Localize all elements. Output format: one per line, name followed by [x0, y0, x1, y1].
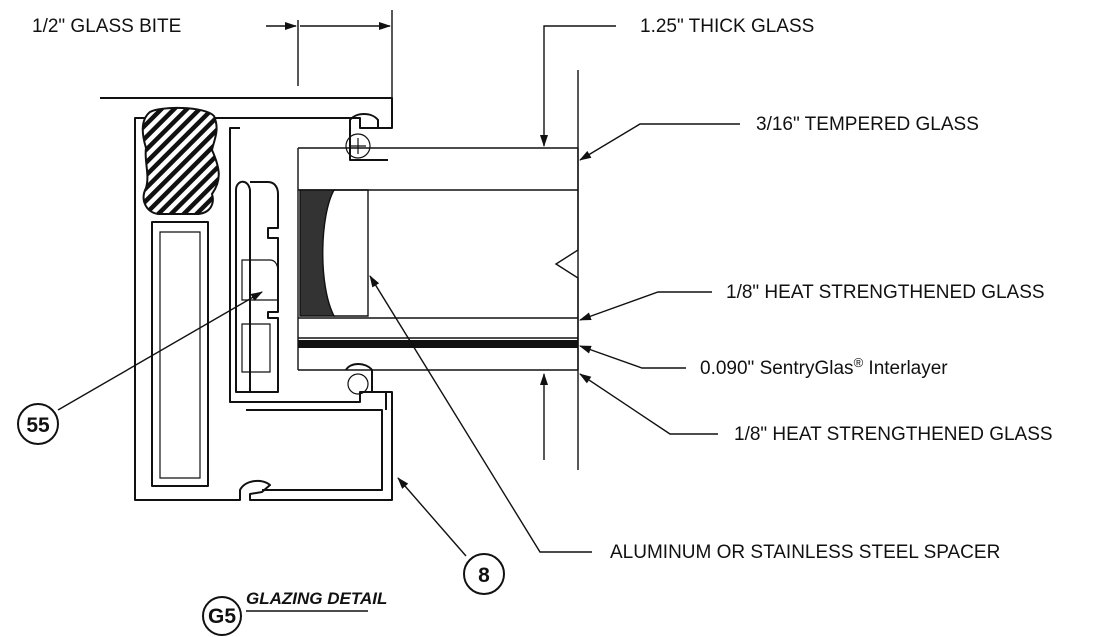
callout-heat-strengthened-top: 1/8" HEAT STRENGTHENED GLASS: [726, 282, 1045, 303]
leader-bubble-8: [397, 477, 467, 557]
callout-heat-strengthened-bottom: 1/8" HEAT STRENGTHENED GLASS: [734, 424, 1053, 445]
callout-tempered-glass: 3/16" TEMPERED GLASS: [756, 114, 979, 135]
glass-bite-dimension: [266, 10, 393, 126]
bubble-8: [463, 553, 505, 595]
detail-tag: G5: [208, 605, 236, 628]
leader-heat-strengthened-top: [579, 291, 712, 321]
callout-interlayer: 0.090" SentryGlas® Interlayer: [700, 355, 948, 379]
thick-glass-dimension: [540, 25, 616, 460]
spacer-sealant: [299, 189, 336, 317]
detail-tag-bubble: [202, 596, 242, 636]
callout-thick-glass: 1.25" THICK GLASS: [640, 16, 814, 37]
bubble-55-label: 55: [26, 414, 50, 437]
callout-glass-bite: 1/2" GLASS BITE: [32, 16, 181, 37]
bottom-gasket: [345, 363, 387, 410]
interlayer-band: [298, 340, 578, 348]
leader-heat-strengthened-bottom: [579, 373, 718, 435]
leader-tempered-glass: [579, 123, 740, 161]
bubble-55: [17, 403, 59, 445]
frame-profile: [100, 97, 393, 501]
top-gasket: [345, 113, 388, 161]
leader-interlayer: [579, 345, 686, 369]
thermal-break-hatch: [141, 106, 220, 215]
detail-title: GLAZING DETAIL: [246, 589, 387, 608]
leader-spacer: [369, 275, 592, 553]
glass-assembly: [297, 70, 579, 470]
leader-bubble-55: [57, 291, 263, 411]
bubble-8-label: 8: [478, 564, 490, 587]
callout-spacer: ALUMINUM OR STAINLESS STEEL SPACER: [610, 542, 1000, 563]
